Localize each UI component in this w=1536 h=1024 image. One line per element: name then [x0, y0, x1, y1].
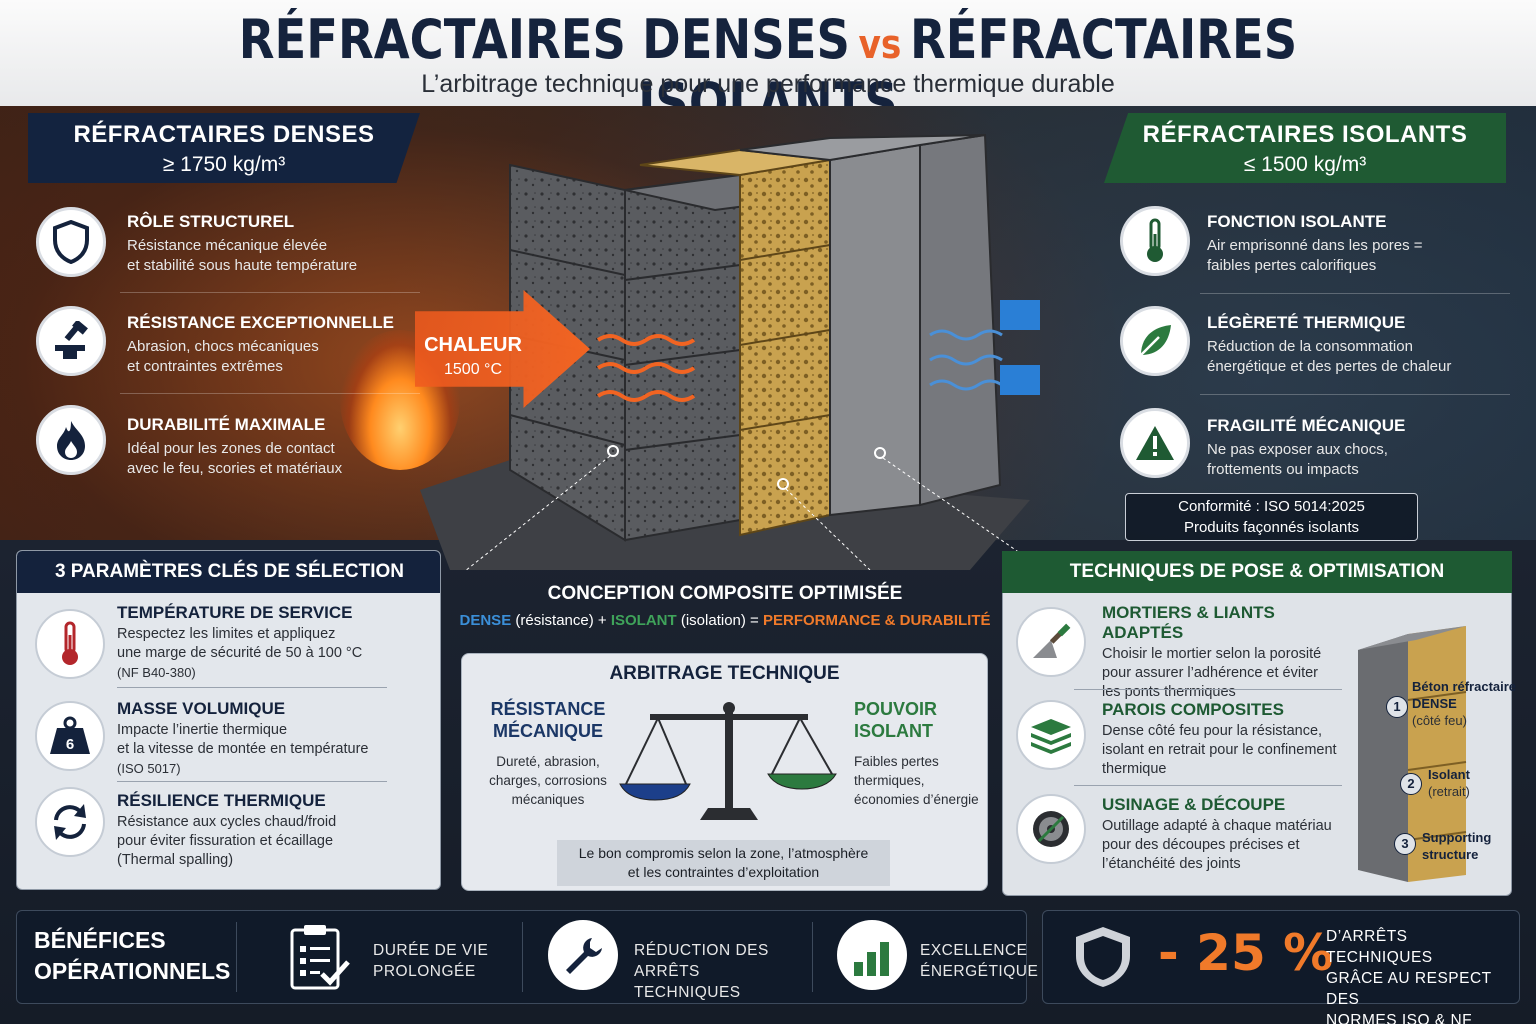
tradeoff-note: Le bon compromis selon la zone, l’atmosp… — [557, 840, 890, 886]
refractory-brick-wall-illustration — [420, 133, 1040, 570]
technique-cutting: USINAGE & DÉCOUPE Outillage adapté à cha… — [1102, 795, 1332, 872]
selection-parameters-panel: 3 PARAMÈTRES CLÉS DE SÉLECTION TEMPÉRATU… — [16, 550, 441, 890]
insulating-item-function: FONCTION ISOLANTE Air emprisonné dans le… — [1207, 212, 1423, 274]
saw-blade-icon — [1016, 794, 1086, 864]
balance-scale-icon — [619, 702, 837, 820]
leaf-icon — [1120, 306, 1190, 376]
divider — [1074, 785, 1342, 786]
divider — [120, 393, 420, 394]
heat-label: CHALEUR 1500 °C — [424, 334, 522, 378]
flame-icon — [36, 405, 106, 475]
parameters-heading: 3 PARAMÈTRES CLÉS DE SÉLECTION — [17, 551, 440, 593]
divider — [117, 781, 387, 782]
anvil-hammer-icon — [36, 306, 106, 376]
compliance-badge: Conformité : ISO 5014:2025 Produits faço… — [1125, 493, 1418, 541]
divider — [1074, 689, 1342, 690]
stat-description: D’ARRÊTS TECHNIQUES GRÂCE AU RESPECT DES… — [1326, 928, 1492, 1024]
bar-chart-icon — [837, 920, 907, 990]
benefit-downtime: RÉDUCTION DES ARRÊTS TECHNIQUES — [634, 942, 769, 1001]
clipboard-check-icon — [290, 925, 350, 990]
title-vs: vs — [858, 22, 902, 68]
divider — [522, 922, 523, 992]
layers-icon — [1016, 700, 1086, 770]
warning-icon — [1120, 408, 1190, 478]
insulating-item-lightness: LÉGÈRETÉ THERMIQUE Réduction de la conso… — [1207, 313, 1452, 375]
dense-item-structural: RÔLE STRUCTUREL Résistance mécanique éle… — [127, 212, 358, 274]
benefit-lifespan: DURÉE DE VIE PROLONGÉE — [373, 942, 489, 980]
technique-composite-walls: PAROIS COMPOSITES Dense côté feu pour la… — [1102, 700, 1337, 777]
techniques-heading: TECHNIQUES DE POSE & OPTIMISATION — [1002, 551, 1512, 593]
divider — [1200, 293, 1510, 294]
composite-design-title: CONCEPTION COMPOSITE OPTIMISÉE — [547, 583, 903, 604]
shield-icon — [1076, 927, 1130, 987]
benefits-heading: BÉNÉFICES OPÉRATIONNELS — [34, 927, 231, 984]
composite-formula: DENSE (résistance) + ISOLANT (isolation)… — [459, 612, 991, 629]
divider — [812, 922, 813, 992]
dense-item-durability: DURABILITÉ MAXIMALE Idéal pour les zones… — [127, 415, 343, 477]
wrench-icon — [548, 920, 618, 990]
parameter-thermal-resilience: RÉSILIENCE THERMIQUE Résistance aux cycl… — [117, 791, 337, 868]
weight-badge: 6 — [66, 736, 74, 753]
divider — [120, 292, 420, 293]
parameter-service-temperature: TEMPÉRATURE DE SERVICE Respectez les lim… — [117, 603, 363, 680]
insulating-item-fragility: FRAGILITÉ MÉCANIQUE Ne pas exposer aux c… — [1207, 416, 1406, 478]
page-subtitle: L’arbitrage technique pour une performan… — [421, 70, 1115, 98]
benefit-energy: EXCELLENCE ÉNERGÉTIQUE — [920, 942, 1039, 980]
thermometer-icon — [35, 609, 105, 679]
insulating-refractory-heading: RÉFRACTAIRES ISOLANTS ≤ 1500 kg/m³ — [1104, 113, 1506, 183]
trowel-icon — [1016, 607, 1086, 677]
dense-item-resistance: RÉSISTANCE EXCEPTIONNELLE Abrasion, choc… — [127, 313, 394, 375]
tradeoff-left-text: Dureté, abrasion, charges, corrosions mé… — [489, 754, 607, 807]
cycle-arrows-icon — [35, 787, 105, 857]
divider — [117, 687, 387, 688]
tradeoff-title: ARBITRAGE TECHNIQUE — [609, 663, 840, 684]
stat-value: - 25 % — [1158, 924, 1334, 982]
technique-mortars: MORTIERS & LIANTS ADAPTÉS Choisir le mor… — [1102, 603, 1322, 700]
thermometer-icon — [1120, 206, 1190, 276]
dense-refractory-heading: RÉFRACTAIRES DENSES ≥ 1750 kg/m³ — [28, 113, 420, 183]
tradeoff-right-text: Faibles pertes thermiques, économies d’é… — [854, 754, 979, 807]
wall-label-number: 3 — [1394, 833, 1416, 855]
rear-structure-layer — [829, 143, 921, 517]
shield-icon — [36, 207, 106, 277]
divider — [236, 922, 237, 992]
wall-label-insulating: Isolant (retrait) — [1428, 767, 1470, 799]
wall-label-dense: Béton réfractaire DENSE (côté feu) — [1412, 679, 1517, 728]
tradeoff-right-title: POUVOIR ISOLANT — [854, 699, 938, 741]
wall-label-number: 2 — [1400, 773, 1422, 795]
weight-icon: 6 — [35, 701, 105, 771]
tradeoff-left-title: RÉSISTANCE MÉCANIQUE — [490, 699, 606, 741]
wall-label-structure: Supporting structure — [1422, 830, 1492, 862]
parameter-density: MASSE VOLUMIQUE Impacte l’inertie thermi… — [117, 699, 369, 776]
divider — [1200, 394, 1510, 395]
wall-label-number: 1 — [1386, 696, 1408, 718]
